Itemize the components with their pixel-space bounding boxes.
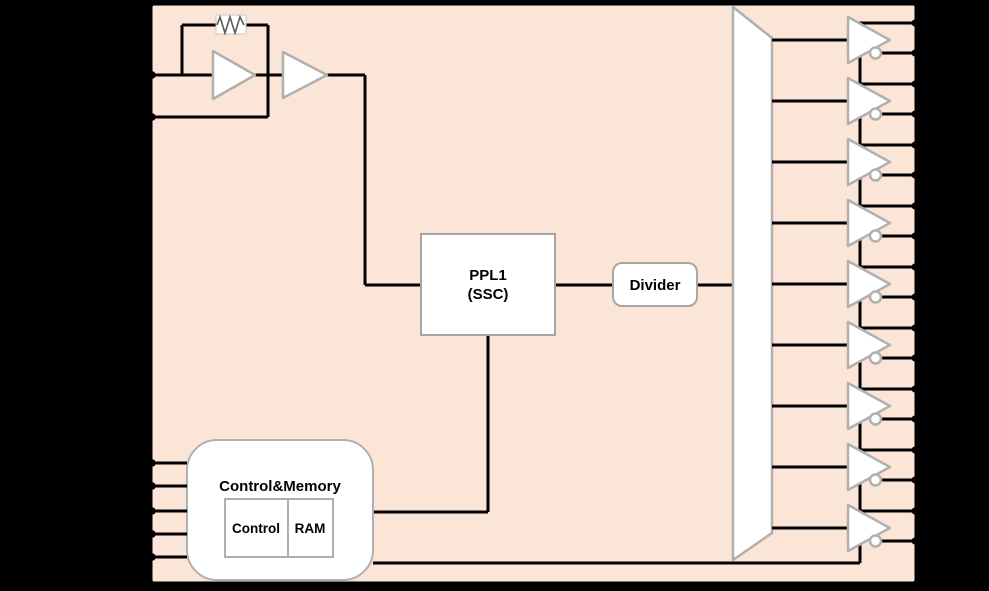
pll-block: PPL1 (SSC): [420, 233, 556, 336]
pin-dot-output-true: [911, 19, 919, 27]
oscillator-amp-icon: [211, 49, 257, 101]
pin-dot-control: [148, 530, 156, 538]
output-buffer-unit: [772, 198, 919, 267]
divider-box: [612, 262, 698, 307]
pin-dot-control: [148, 553, 156, 561]
pll-label-line2: (SSC): [468, 286, 509, 303]
output-buffer-unit: [772, 259, 919, 328]
output-buffer-unit: [772, 442, 919, 511]
inverting-output-bubble-icon: [868, 46, 883, 60]
output-buffers: [772, 15, 919, 563]
pin-dot-output-inverted: [911, 232, 919, 240]
oscillator-wires: [150, 23, 421, 287]
pin-dot-output-inverted: [911, 415, 919, 423]
pin-dot-output-inverted: [911, 354, 919, 362]
divider-block: Divider: [612, 262, 698, 307]
ram-sub-label: RAM: [295, 521, 326, 536]
pin-dot-output-true: [911, 202, 919, 210]
pin-dot-output-true: [911, 141, 919, 149]
pin-dot-xout: [148, 113, 156, 121]
pin-dot-output-true: [911, 80, 919, 88]
output-buffer-unit: [772, 137, 919, 206]
feedback-resistor-icon: [215, 14, 247, 36]
control-memory-title: Control&Memory: [219, 478, 341, 495]
pin-dot-output-inverted: [911, 476, 919, 484]
pin-dot-control: [148, 459, 156, 467]
pin-dot-output-inverted: [911, 171, 919, 179]
pin-dot-output-inverted: [911, 537, 919, 545]
inverting-output-bubble-icon: [868, 107, 883, 121]
pin-dot-output-true: [911, 385, 919, 393]
control-pin-stubs: [148, 459, 187, 561]
pll-label-line1: PPL1: [469, 267, 507, 284]
clock-path-wires: [373, 283, 860, 565]
inverting-output-bubble-icon: [868, 351, 883, 365]
pin-dot-output-true: [911, 324, 919, 332]
pin-dot-output-inverted: [911, 293, 919, 301]
output-buffer-unit: [772, 320, 919, 389]
pin-dot-output-true: [911, 263, 919, 271]
inverting-output-bubble-icon: [868, 168, 883, 182]
output-buffer-unit: [772, 503, 919, 563]
control-ram-box: [224, 498, 334, 558]
pin-dot-xin: [148, 71, 156, 79]
resistor-zigzag-icon: [216, 14, 245, 36]
pin-dot-output-inverted: [911, 110, 919, 118]
inverting-output-bubble-icon: [868, 290, 883, 304]
fanout-mux: [731, 5, 774, 562]
pin-dot-output-inverted: [911, 49, 919, 57]
pin-dot-output-true: [911, 446, 919, 454]
output-buffer-unit: [772, 15, 919, 84]
pll-box: [420, 233, 556, 336]
inverting-output-bubble-icon: [868, 412, 883, 426]
inverting-output-bubble-icon: [868, 534, 883, 548]
oscillator-buffer-icon: [281, 50, 329, 100]
pin-dot-control: [148, 507, 156, 515]
divider-label: Divider: [630, 277, 681, 294]
pin-dot-control: [148, 482, 156, 490]
output-buffer-unit: [772, 76, 919, 145]
control-sub-label: Control: [232, 521, 280, 536]
control-memory-block: Control&Memory Control RAM: [186, 439, 374, 581]
pin-dot-output-true: [911, 507, 919, 515]
inverting-output-bubble-icon: [868, 229, 883, 243]
output-buffer-unit: [772, 381, 919, 450]
inverting-output-bubble-icon: [868, 473, 883, 487]
